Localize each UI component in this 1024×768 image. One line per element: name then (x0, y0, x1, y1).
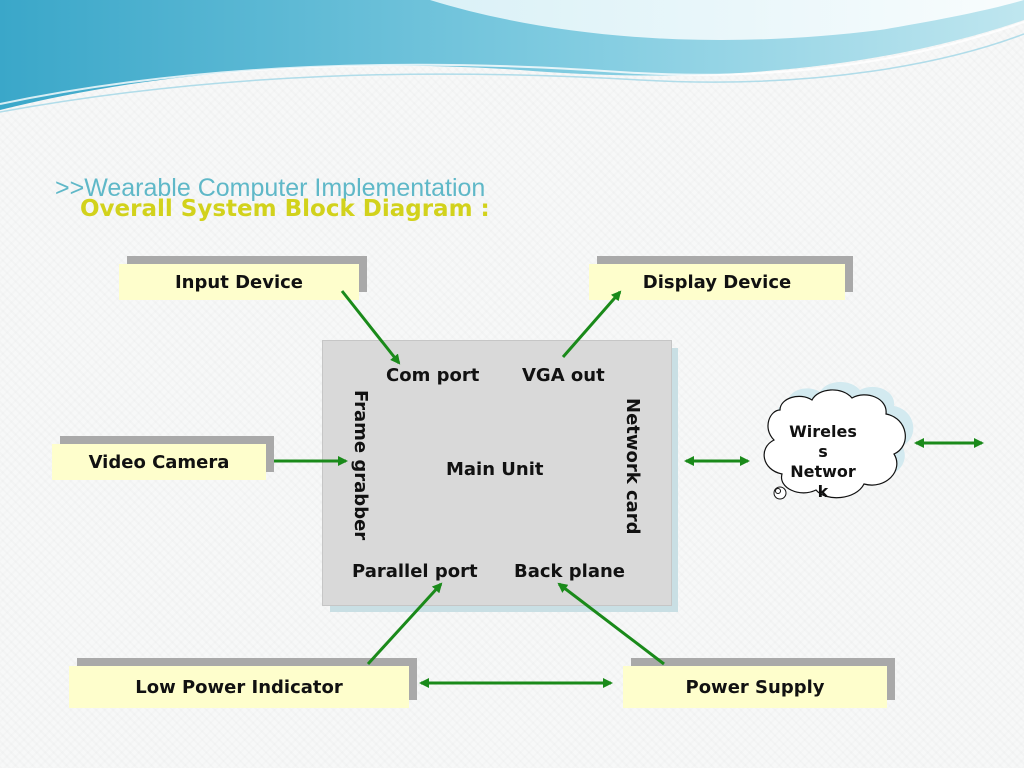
vga-out-label: VGA out (522, 365, 605, 386)
wireless-line-2: s (818, 442, 828, 461)
arrow-power-supply-to-back-plane (557, 582, 665, 666)
main-unit-block (322, 340, 672, 606)
wireless-line-4: k (817, 482, 829, 501)
wireless-line-3: Networ (790, 462, 856, 481)
display-device-label: Display Device (589, 264, 845, 300)
slide-title: >>Wearable Computer Implementation (55, 174, 486, 202)
com-port-label: Com port (386, 365, 480, 386)
arrow-input-to-com-port (340, 290, 401, 365)
slide-subtitle: Overall System Block Diagram : (80, 196, 490, 222)
power-supply-label: Power Supply (623, 666, 887, 708)
input-device-label: Input Device (119, 264, 359, 300)
parallel-port-label: Parallel port (352, 561, 478, 582)
low-power-indicator-label: Low Power Indicator (69, 666, 409, 708)
arrow-low-power-to-parallel-port (366, 582, 443, 666)
frame-grabber-label: Frame grabber (350, 390, 371, 541)
wireless-network-label: Wireles s Networ k (770, 422, 876, 502)
header-wave-decoration (0, 0, 1024, 113)
back-plane-label: Back plane (514, 561, 625, 582)
video-camera-label: Video Camera (52, 444, 266, 480)
wireless-network-cloud (763, 381, 914, 500)
main-unit-label: Main Unit (446, 459, 544, 480)
network-card-label: Network card (622, 398, 643, 535)
arrow-vga-to-display (561, 290, 622, 358)
wireless-line-1: Wireles (789, 422, 857, 441)
